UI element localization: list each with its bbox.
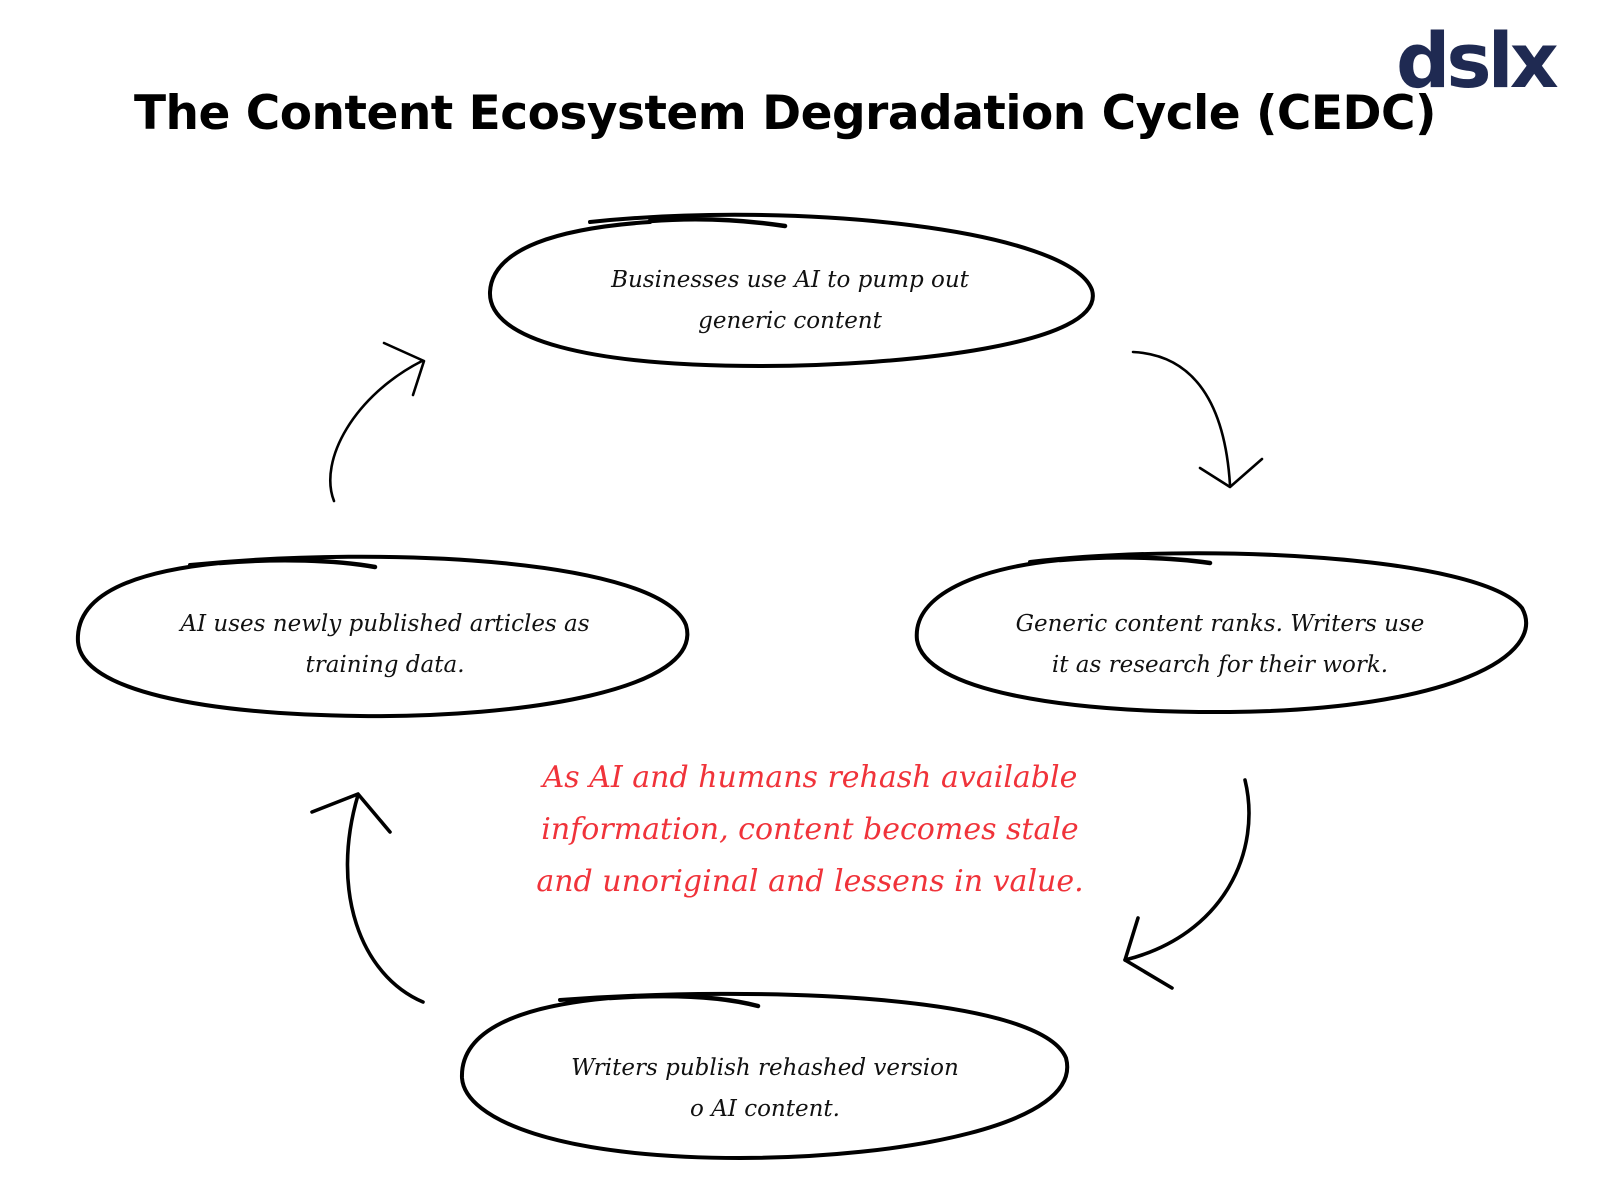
node-top-text: Businesses use AI to pump out generic co… — [611, 267, 969, 334]
arrow-right-to-bottom — [1123, 778, 1251, 990]
arrow-left-to-top — [329, 341, 426, 503]
node-right-ellipse — [914, 551, 1529, 715]
arrow-top-to-right — [1131, 350, 1264, 489]
callout-note: As AI and humans rehash available inform… — [536, 760, 1084, 899]
node-left-ellipse — [75, 554, 690, 719]
node-bottom-text: Writers publish rehashed version o AI co… — [571, 1055, 959, 1122]
node-left-text: AI uses newly published articles as trai… — [180, 611, 590, 678]
diagram-title: The Content Ecosystem Degradation Cycle … — [133, 86, 1437, 141]
node-top-ellipse — [487, 212, 1095, 368]
node-right-text: Generic content ranks. Writers use it as… — [1015, 611, 1425, 678]
node-bottom-ellipse — [459, 991, 1070, 1160]
dslx-logo: dslx — [1396, 16, 1559, 105]
arrow-bottom-to-left — [310, 792, 425, 1004]
